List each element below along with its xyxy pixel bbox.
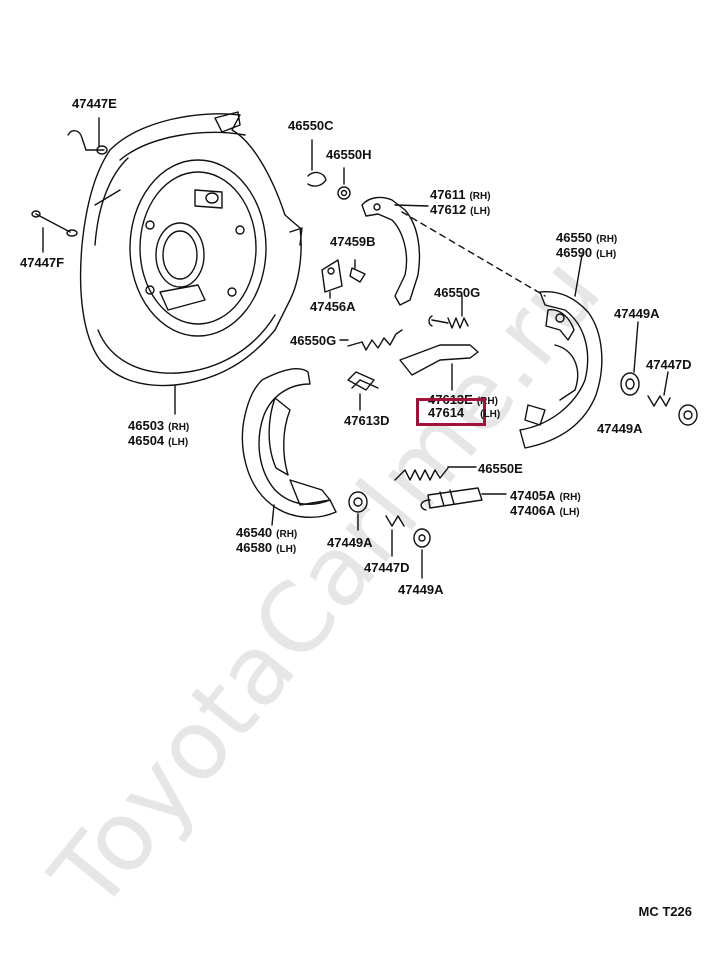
- label-46504: 46504(LH): [128, 433, 189, 448]
- cup-47449a-d: [413, 528, 431, 548]
- cup-47449a-c: [348, 491, 368, 513]
- pin-47447f: [31, 210, 78, 253]
- label-46550h: 46550H: [326, 147, 372, 162]
- label-46540: 46540(RH): [236, 525, 298, 540]
- label-47406a: 47406A(LH): [510, 503, 580, 518]
- label-47449a-d: 47449A: [398, 582, 444, 597]
- brake-shoe-left: [241, 368, 337, 526]
- bolt-47459b: [349, 267, 366, 283]
- label-47612: 47612(LH): [430, 202, 491, 217]
- spring-46550g: [431, 317, 469, 329]
- label-47449a-b: 47449A: [597, 421, 643, 436]
- dashed-guide: [401, 211, 546, 297]
- label-46590: 46590(LH): [556, 245, 617, 260]
- label-47447f: 47447F: [20, 255, 65, 270]
- label-46550e: 46550E: [478, 461, 523, 476]
- label-46580: 46580(LH): [236, 540, 297, 555]
- plate-47456a: [321, 259, 343, 293]
- spring-47613d: [347, 371, 375, 391]
- label-46550c: 46550C: [288, 118, 334, 133]
- label-47447d-b: 47447D: [364, 560, 410, 575]
- clip-47447e: [67, 117, 108, 155]
- label-47447d-a: 47447D: [646, 357, 692, 372]
- spring-46550e: [394, 467, 449, 481]
- label-46550g-b: 46550G: [290, 333, 337, 348]
- label-47405a: 47405A(RH): [510, 488, 581, 503]
- label-47449a-a: 47449A: [614, 306, 660, 321]
- washer-46550h: [337, 186, 351, 200]
- parking-lever: [361, 196, 429, 306]
- label-46503: 46503(RH): [128, 418, 190, 433]
- label-47614: 47614(LH): [428, 405, 501, 420]
- cup-47449a-b: [678, 404, 698, 426]
- diagram-code: MC T226: [638, 904, 692, 919]
- adjuster-lever: [399, 344, 479, 376]
- backing-plate: [79, 111, 303, 387]
- label-47456a: 47456A: [310, 299, 356, 314]
- label-47613d: 47613D: [344, 413, 390, 428]
- label-47447e: 47447E: [72, 96, 117, 111]
- spring-46550g-b: [347, 329, 403, 351]
- label-47459b: 47459B: [330, 234, 376, 249]
- brake-shoe-right: [519, 254, 603, 449]
- label-46550: 46550(RH): [556, 230, 618, 245]
- spring-47447d-b: [385, 515, 405, 527]
- clip-46550c: [307, 171, 327, 187]
- highlight-box: [416, 398, 486, 426]
- adjuster-47405a: [420, 487, 507, 511]
- label-46550g-a: 46550G: [434, 285, 481, 300]
- label-47449a-c: 47449A: [327, 535, 373, 550]
- cup-47449a: [620, 372, 640, 396]
- spring-47447d: [647, 395, 671, 407]
- label-47611: 47611(RH): [430, 187, 491, 202]
